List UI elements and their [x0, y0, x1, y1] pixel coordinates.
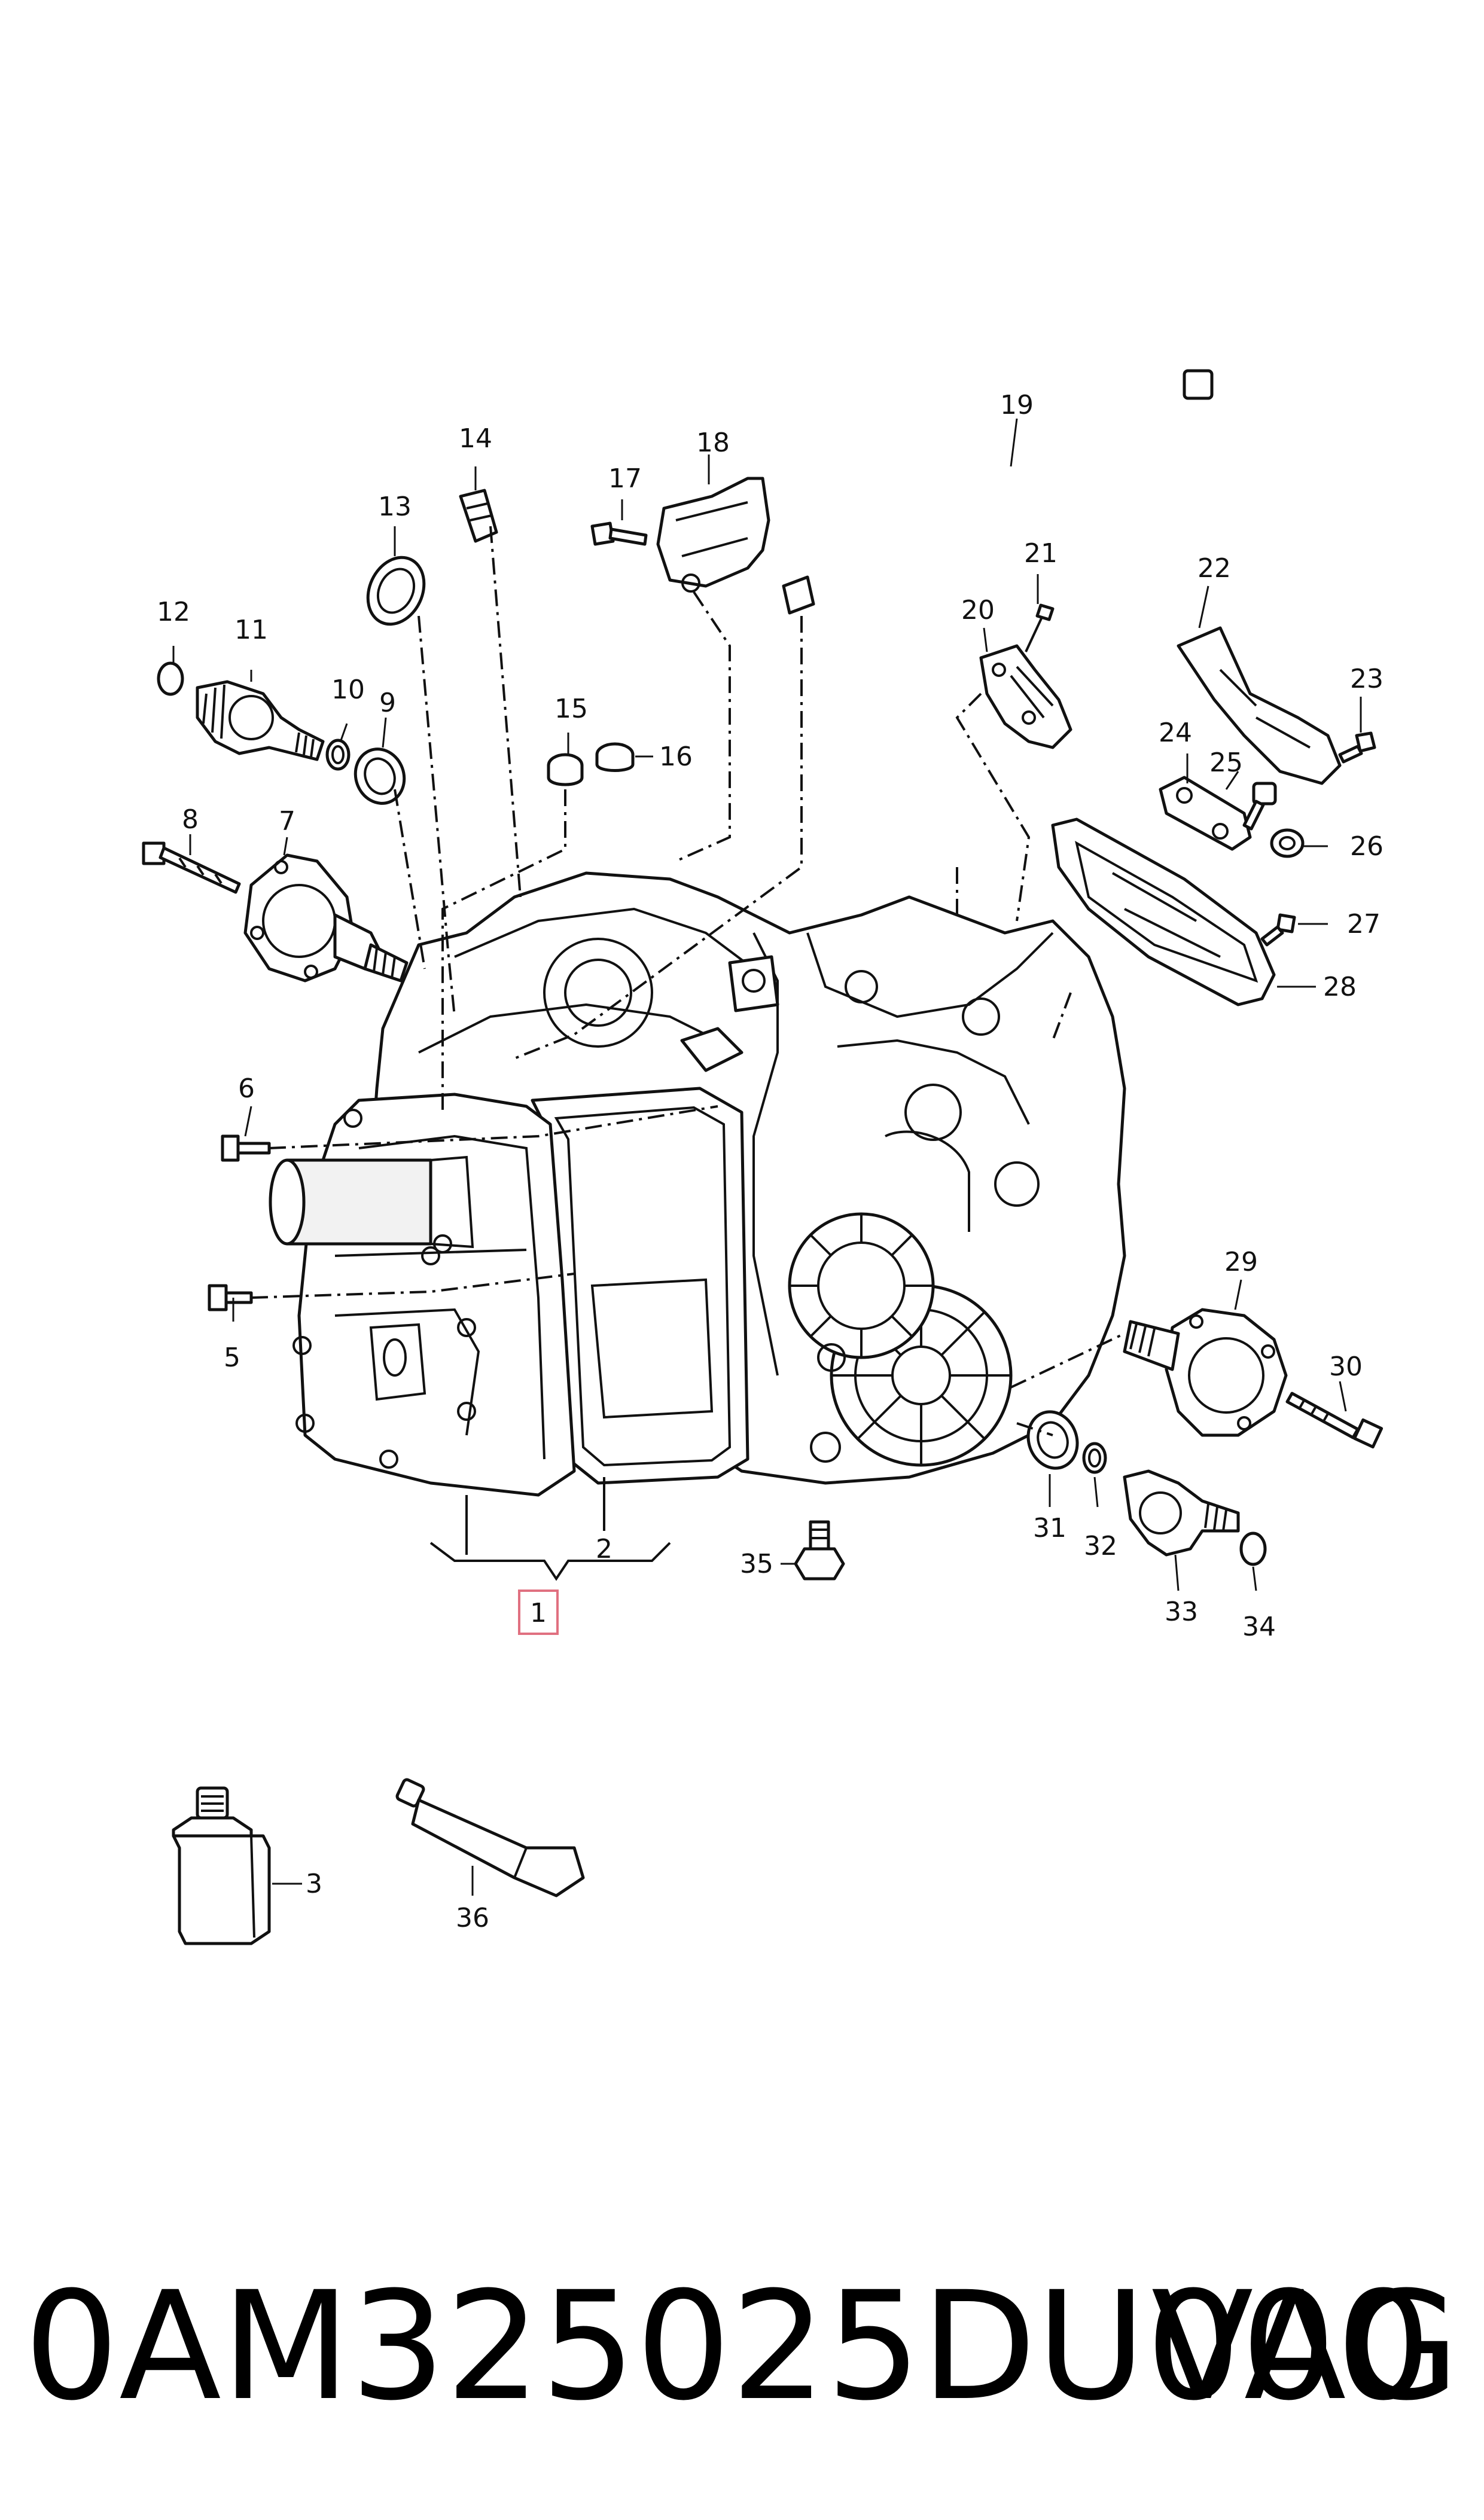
callout-9: 9 [379, 688, 396, 718]
seal-31 [1026, 1410, 1079, 1470]
circlip-32 [1082, 1442, 1107, 1474]
callout-27: 27 [1347, 909, 1381, 939]
stub-shaft-33 [1123, 1469, 1240, 1557]
callout-10: 10 [331, 675, 365, 705]
bolt-8 [142, 841, 241, 894]
callout-30: 30 [1329, 1351, 1363, 1382]
callout-26: 26 [1350, 831, 1384, 862]
callout-11: 11 [234, 615, 268, 645]
callout-34: 34 [1242, 1612, 1276, 1642]
callout-20: 20 [961, 595, 995, 626]
mechatronic-unit [269, 1093, 576, 1497]
screw-21 [1025, 603, 1055, 652]
group-bracket [429, 1477, 671, 1635]
callout-17: 17 [608, 463, 642, 494]
stub-shaft-11 [196, 680, 325, 761]
clip-14 [459, 489, 498, 543]
callout-labels: 1 2 3 5 6 7 8 9 10 11 12 13 14 15 16 17 … [157, 390, 1384, 1933]
bracket-18 [656, 477, 770, 593]
callout-7: 7 [279, 806, 295, 837]
bolt-6 [221, 1105, 718, 1162]
o-ring-12 [157, 661, 184, 696]
flange-shaft-29 [1123, 1308, 1288, 1437]
callout-23: 23 [1350, 664, 1384, 694]
callout-18: 18 [696, 428, 730, 458]
callout-32: 32 [1084, 1531, 1117, 1561]
bolt-23 [1338, 731, 1376, 764]
callout-14: 14 [459, 423, 492, 454]
nut-26 [1270, 828, 1305, 858]
callout-21: 21 [1024, 538, 1058, 569]
plug-15 [547, 753, 584, 786]
bolt-30 [1285, 1392, 1384, 1449]
upper-flange-ring [788, 1212, 935, 1359]
bracket-22 [1177, 626, 1342, 785]
callout-19: 19 [1000, 390, 1034, 420]
callout-12: 12 [157, 597, 190, 627]
o-ring-34 [1239, 1531, 1267, 1566]
callout-15: 15 [554, 694, 588, 724]
bolt-25 [1242, 782, 1277, 831]
callout-5: 5 [224, 1343, 240, 1373]
screw-27 [1260, 913, 1296, 947]
callout-3: 3 [306, 1869, 322, 1899]
callout-22: 22 [1197, 553, 1231, 584]
sensor-bracket-20 [979, 644, 1072, 749]
hose-19 [782, 369, 1214, 615]
plug-16 [595, 742, 635, 772]
sealant-tube-36 [395, 1778, 585, 1897]
callout-16: 16 [659, 742, 693, 772]
seal-9 [354, 748, 406, 805]
part-number: 0AM325025DU000 [24, 2259, 1431, 2433]
flange-shaft-7 [243, 853, 409, 983]
callout-29: 29 [1224, 1247, 1258, 1277]
drain-plug-35 [794, 1520, 845, 1581]
circlip-10 [325, 739, 351, 771]
callout-13: 13 [378, 492, 412, 522]
callout-31: 31 [1033, 1513, 1066, 1543]
seal-13 [366, 556, 426, 626]
callout-8: 8 [182, 804, 199, 835]
leader-lines [172, 418, 1362, 1896]
callout-24: 24 [1159, 718, 1192, 748]
callout-36: 36 [456, 1903, 489, 1933]
callout-25: 25 [1209, 748, 1243, 778]
brand-name: VAG [1151, 2259, 1459, 2433]
callout-35: 35 [740, 1549, 773, 1579]
gasket-2 [531, 1087, 749, 1485]
callout-33: 33 [1165, 1597, 1198, 1627]
bolt-17 [590, 521, 648, 546]
callout-28: 28 [1323, 972, 1357, 1002]
callout-2: 2 [596, 1534, 613, 1564]
oil-bottle-3 [172, 1786, 271, 1945]
callout-6: 6 [238, 1073, 255, 1104]
plate-24 [1159, 776, 1252, 851]
cover-gasket-28 [1051, 817, 1276, 1006]
callout-1-highlight-box [518, 1590, 559, 1635]
callout-1: 1 [530, 1598, 547, 1628]
